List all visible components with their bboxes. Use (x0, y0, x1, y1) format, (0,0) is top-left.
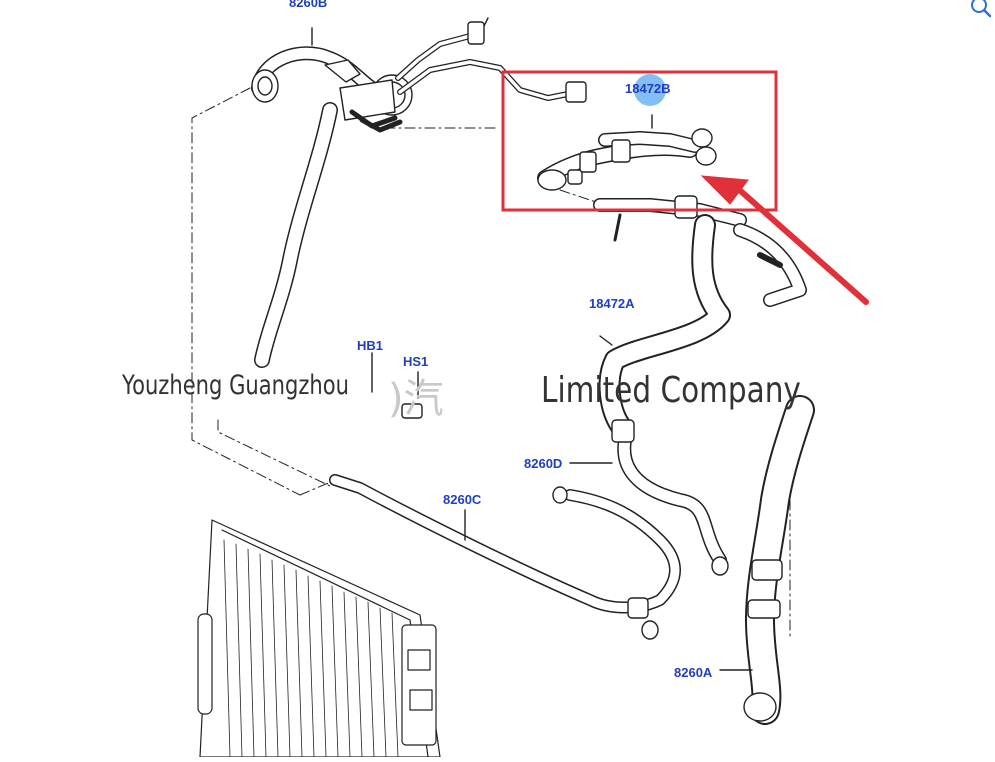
highlight-box (501, 70, 778, 212)
hose-long-left (254, 102, 338, 368)
callout-hs1: HS1 (403, 354, 429, 369)
callout-8260c: 8260C (443, 492, 482, 507)
callout-8260b: 8260B (289, 0, 328, 10)
hose-8260d (569, 419, 729, 576)
callout-hb1: HB1 (357, 338, 384, 353)
callout-8260d: 8260D (524, 456, 563, 471)
hose-8260c (329, 474, 681, 640)
callout-18472b: 18472B (625, 81, 671, 96)
radiator (197, 519, 441, 758)
watermark-left: Youzheng Guangzhou (122, 370, 349, 401)
watermark-right: Limited Company (541, 370, 801, 411)
callout-18472a: 18472A (589, 296, 635, 311)
hose-18472b (537, 114, 717, 191)
hose-18472a (598, 214, 731, 436)
callout-8260a: 8260A (674, 665, 713, 680)
watermark-faint: )汽 (388, 376, 444, 422)
hose-8260b (251, 27, 413, 121)
junction-lower (593, 195, 807, 307)
bolt-hs1 (401, 371, 423, 419)
bleed-pipes (349, 17, 587, 133)
hose-8260a (719, 395, 815, 725)
highlight-dot (634, 74, 666, 106)
pointer-arrow (700, 175, 869, 305)
magnifier-icon[interactable] (968, 0, 994, 20)
